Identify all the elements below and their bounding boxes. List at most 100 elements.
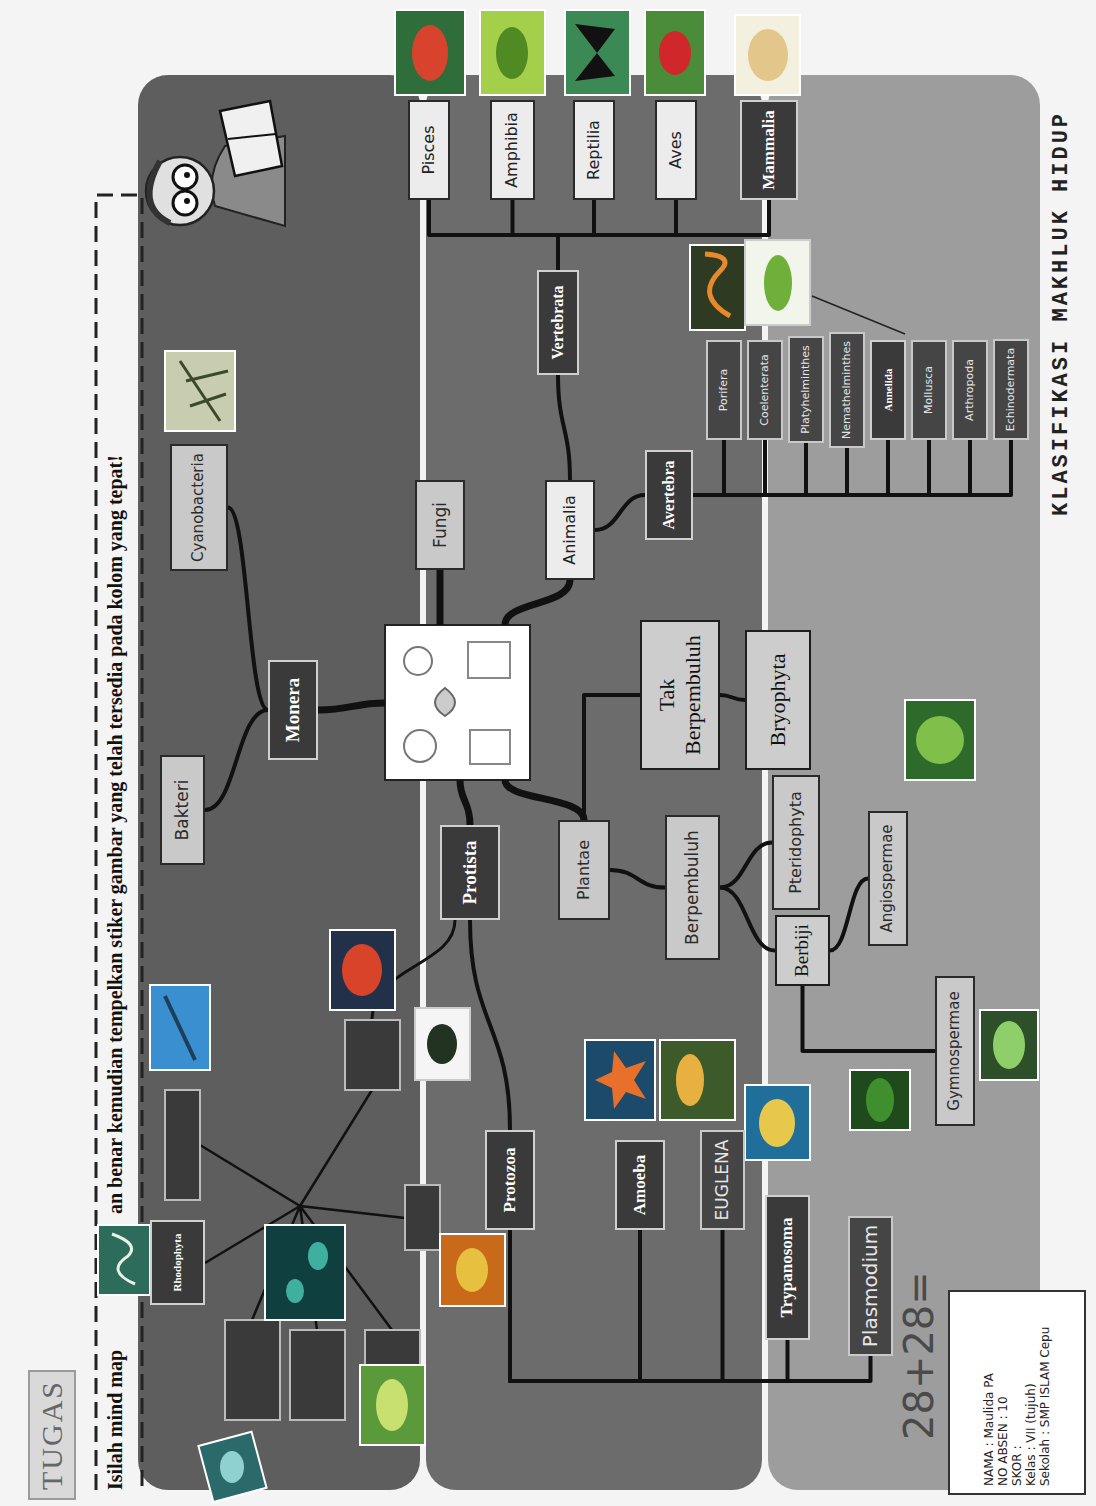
printed-box: Rhodophyta [150, 1220, 205, 1305]
box-text: Mammalia [759, 110, 779, 189]
printed-box: Mammalia [740, 100, 798, 200]
cartoon [173, 191, 197, 215]
box-text: Angiospermae [879, 824, 897, 932]
filled-box: Aves [655, 100, 697, 200]
box-text: Protozoa [500, 1148, 520, 1213]
box-text: Berbiji [791, 924, 813, 977]
box-text: Sekolah : SMP ISLAM Cepu [1038, 1327, 1052, 1486]
handwritten-sum: 28+28= [897, 1271, 942, 1440]
box-text: NAMA : Maulida PA [982, 1373, 996, 1486]
filled-box: Platyhelminthes [788, 336, 824, 443]
filled-box: Plasmodium [848, 1216, 893, 1356]
filled-box: Amphibia [490, 100, 535, 200]
sticker [415, 1008, 470, 1080]
box-text: SKOR : [1010, 1446, 1024, 1486]
connector [830, 879, 868, 951]
sticker [735, 15, 800, 95]
filled-box: Cyanobacteria [170, 444, 228, 571]
sticker-figure [676, 1054, 704, 1106]
blank-box [165, 1090, 200, 1200]
printed-box: Berbiji [775, 915, 830, 986]
filled-box: Arthropoda [952, 340, 988, 440]
filled-box: Nemathelminthes [829, 332, 865, 448]
cartoon [173, 165, 197, 189]
connector [558, 200, 769, 270]
panel-band [426, 75, 762, 1490]
cartoon [184, 198, 190, 204]
connector [510, 1230, 723, 1381]
box-text: Rhodophyta [171, 1233, 184, 1291]
filled-box: Mollusca [911, 340, 947, 440]
sticker-figure [659, 31, 691, 75]
sticker [565, 10, 630, 95]
leader-line [812, 296, 905, 334]
sticker-figure [759, 1099, 795, 1147]
sticker [98, 1225, 150, 1295]
box-text: EUGLENA [712, 1140, 732, 1221]
sticker-figure [220, 1451, 244, 1483]
connector [693, 440, 970, 495]
blank-box [345, 1020, 400, 1090]
panel-band [138, 75, 420, 1490]
connector [510, 1230, 640, 1381]
sticker [585, 1040, 655, 1120]
filled-box: Animalia [545, 480, 595, 580]
connector [693, 448, 847, 495]
banner-box: TUGAS [28, 1370, 76, 1500]
box-text: Nemathelminthes [841, 341, 854, 439]
sticker-figure [866, 1078, 894, 1122]
sticker-figure [412, 25, 448, 81]
sticker [645, 10, 705, 95]
printed-box: Trypanosoma [765, 1195, 810, 1340]
name-box: NAMA : Maulida PANO ABSEN : 10SKOR :Kela… [948, 1290, 1086, 1495]
sticker-figure [165, 996, 195, 1060]
connector [558, 200, 594, 270]
branch-line [318, 703, 385, 710]
filled-box: Echinodermata [993, 339, 1029, 440]
box-text: Mollusca [923, 366, 936, 414]
connector [558, 200, 676, 270]
connector [693, 440, 888, 495]
printed-box: Tak Berpembuluh [640, 620, 720, 770]
box-text: TUGAS [34, 1380, 69, 1490]
box-text: Coelenterata [759, 354, 772, 425]
box-text: Plasmodium [859, 1225, 883, 1347]
connector [803, 986, 936, 1051]
sticker-figure [496, 27, 528, 79]
box-text: Plantae [575, 840, 594, 900]
instruction-text: an benar kemudian tempelkan stiker gamba… [104, 455, 126, 1214]
filled-box: Porifera [706, 340, 742, 440]
dashed-frame [96, 195, 142, 1490]
box-text: Platyhelminthes [800, 345, 813, 434]
box-text: Amoeba [630, 1155, 650, 1215]
box-text: Monera [282, 678, 304, 742]
filled-box: Pisces [408, 100, 450, 200]
box-text: Kelas : VII (tujuh) [1024, 1383, 1038, 1486]
connector [610, 870, 665, 888]
box-text: Reptilia [585, 120, 604, 180]
box-text: Tak Berpembuluh [654, 629, 706, 761]
connector [693, 440, 1011, 495]
sticker-figure [112, 1234, 135, 1284]
branch-line [200, 1090, 405, 1330]
box-text: Gymnospermae [946, 991, 964, 1110]
printed-box: Annelida [870, 340, 906, 440]
filled-box: Gymnospermae [935, 976, 975, 1126]
connector [558, 375, 570, 480]
box-text: Fungi [430, 502, 450, 548]
box-text: Pteridophyta [787, 791, 806, 894]
sticker-figure [748, 29, 788, 81]
sticker [980, 1010, 1038, 1080]
sticker [745, 240, 810, 325]
connector [720, 888, 775, 951]
sticker-figure [427, 1024, 457, 1064]
sticker-figure [764, 255, 792, 311]
filled-box: Berpembuluh [665, 815, 720, 960]
doodle [468, 642, 510, 678]
sticker [330, 930, 395, 1010]
printed-box: Bryophyta [745, 630, 811, 770]
filled-box: Bakteri [160, 755, 205, 865]
doodle [435, 688, 455, 716]
sticker-figure [376, 1379, 408, 1431]
box-text: NO ABSEN : 10 [996, 1396, 1010, 1486]
